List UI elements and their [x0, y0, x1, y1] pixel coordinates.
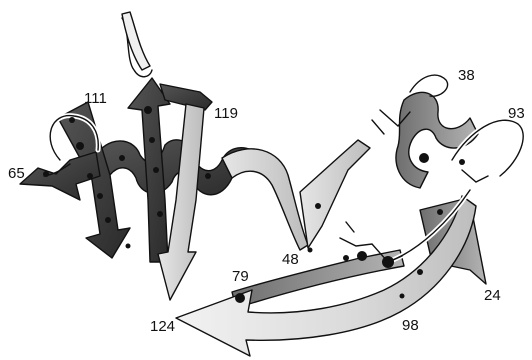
label-93: 93	[508, 105, 525, 122]
left-helix-ribbon	[222, 149, 308, 250]
label-79: 79	[232, 268, 249, 285]
label-98: 98	[402, 317, 419, 334]
label-119: 119	[214, 105, 238, 122]
strand-48	[300, 140, 370, 248]
label-48: 48	[282, 251, 299, 268]
label-24: 24	[484, 287, 501, 304]
label-111: 111	[84, 90, 107, 107]
left-domain	[20, 12, 308, 300]
label-124: 124	[150, 318, 175, 335]
label-38: 38	[458, 67, 475, 84]
label-65: 65	[8, 165, 25, 182]
strand-top-curl	[122, 12, 150, 70]
